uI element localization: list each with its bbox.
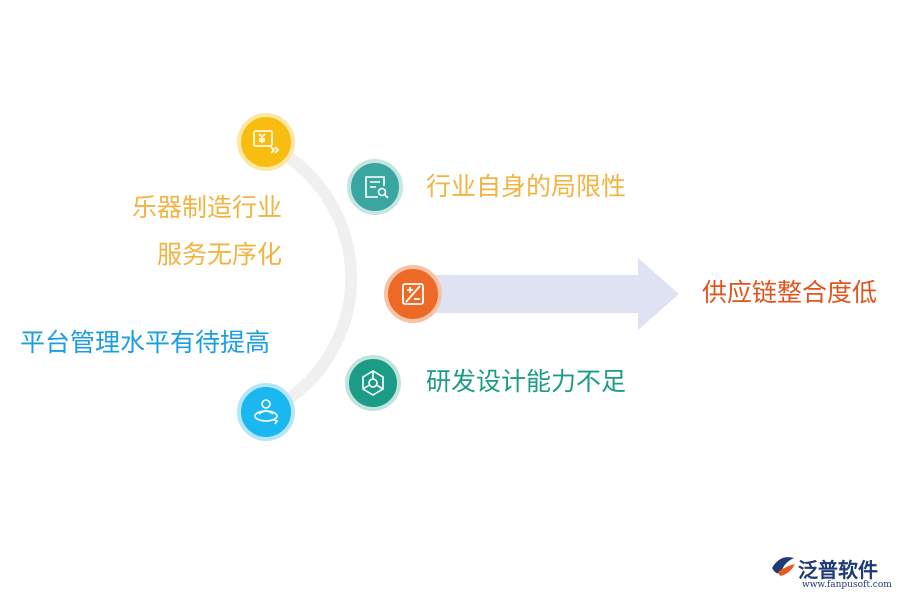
brand-logo: 泛普软件 www.fanpusoft.com — [768, 552, 893, 592]
node-blue — [237, 383, 295, 441]
label-platform-management: 平台管理水平有待提高 — [20, 328, 271, 357]
label-instrument-industry-line2: 服务无序化 — [156, 240, 282, 269]
person-orbit-icon — [254, 399, 279, 425]
currency-transfer-icon — [253, 130, 280, 154]
node-yellow — [237, 113, 295, 171]
brand-url: www.fanpusoft.com — [802, 580, 892, 590]
connector-arc — [260, 138, 358, 418]
node-green — [345, 355, 401, 411]
node-teal — [347, 159, 403, 215]
plus-minus-icon — [402, 283, 424, 305]
label-rd-design: 研发设计能力不足 — [426, 367, 627, 396]
label-instrument-industry-line1: 乐器制造行业 — [131, 193, 282, 222]
label-supply-chain: 供应链整合度低 — [702, 278, 878, 307]
hexagon-network-icon — [362, 370, 384, 396]
brand-mark-icon — [772, 557, 795, 576]
label-industry-limits: 行业自身的局限性 — [426, 172, 627, 201]
document-search-icon — [365, 176, 389, 199]
node-orange — [384, 265, 442, 323]
arrow-shape — [425, 258, 679, 330]
brand-name: 泛普软件 — [798, 558, 878, 582]
